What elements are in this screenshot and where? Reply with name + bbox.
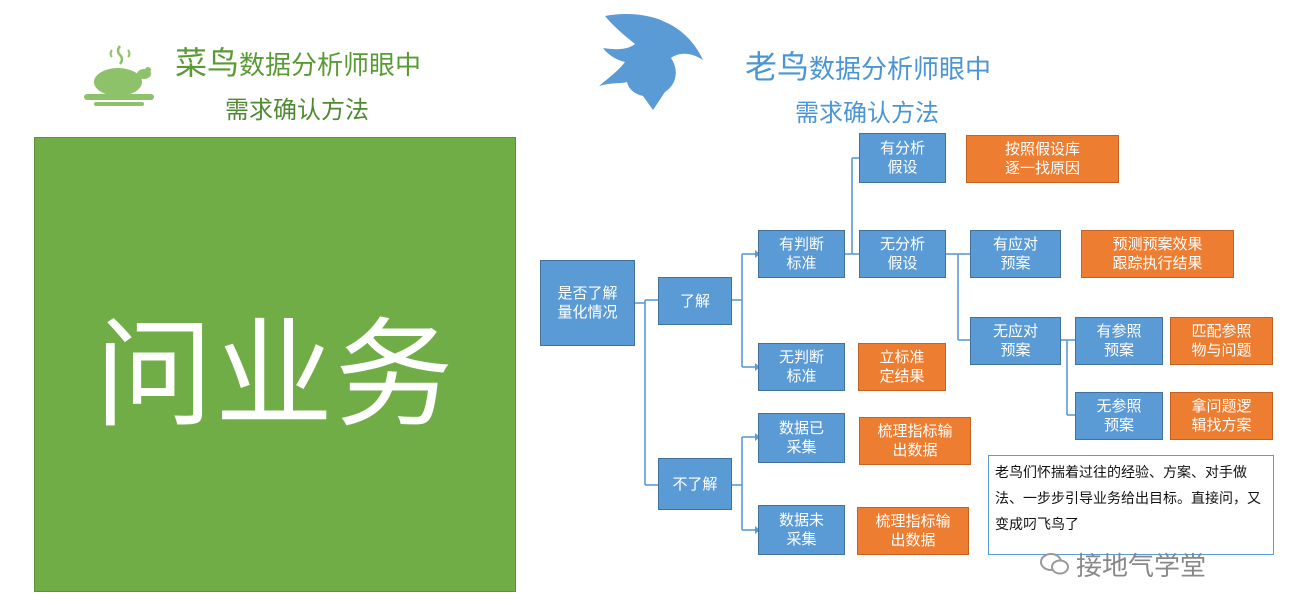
right-title: 老鸟数据分析师眼中	[745, 42, 991, 88]
left-title-big: 菜鸟	[175, 44, 240, 82]
right-subtitle: 需求确认方法	[795, 99, 939, 127]
action-match-reference: 匹配参照 物与问题	[1170, 317, 1273, 365]
left-title: 菜鸟数据分析师眼中	[175, 38, 421, 84]
watermark: 接地气学堂	[1040, 546, 1206, 584]
right-title-big: 老鸟	[745, 48, 810, 86]
node-has-criteria: 有判断 标准	[758, 230, 845, 278]
watermark-text: 接地气学堂	[1076, 552, 1207, 582]
node-data-not-collected: 数据未 采集	[758, 505, 845, 555]
roast-chicken-icon	[84, 45, 154, 106]
node-data-collected: 数据已 采集	[758, 413, 845, 463]
chicken-icon-wrap	[80, 42, 160, 108]
node-know: 了解	[658, 277, 732, 325]
left-subtitle: 需求确认方法	[225, 96, 369, 124]
node-has-plan: 有应对 预案	[970, 230, 1061, 278]
node-root: 是否了解 量化情况	[540, 260, 635, 346]
action-sort-metrics-1: 梳理指标输 出数据	[859, 417, 971, 465]
note-box: 老鸟们怀揣着过往的经验、方案、对手做法、一步步引导业务给出目标。直接问，又变成叼…	[988, 455, 1274, 555]
action-verify-hypothesis: 按照假设库 逐一找原因	[966, 135, 1119, 183]
node-has-hypothesis: 有分析 假设	[859, 133, 946, 183]
node-not-know: 不了解	[658, 458, 732, 510]
left-title-rest: 数据分析师眼中	[239, 51, 422, 81]
action-logic-plan: 拿问题逻 辑找方案	[1170, 392, 1273, 440]
ask-business-panel: 问业务	[34, 137, 516, 592]
eagle-icon	[599, 14, 703, 110]
node-no-plan: 无应对 预案	[970, 317, 1061, 365]
node-has-reference: 有参照 预案	[1075, 317, 1163, 365]
action-sort-metrics-2: 梳理指标输 出数据	[857, 507, 969, 555]
wechat-icon	[1040, 551, 1070, 584]
ask-business-text: 问业务	[94, 306, 455, 444]
node-no-criteria: 无判断 标准	[758, 343, 845, 391]
right-title-rest: 数据分析师眼中	[809, 55, 992, 85]
node-no-hypothesis: 无分析 假设	[859, 230, 946, 278]
action-set-standard: 立标准 定结果	[858, 343, 946, 391]
action-predict-effect: 预测预案效果 跟踪执行结果	[1081, 230, 1234, 278]
node-no-reference: 无参照 预案	[1075, 392, 1163, 440]
eagle-icon-wrap	[595, 12, 710, 112]
